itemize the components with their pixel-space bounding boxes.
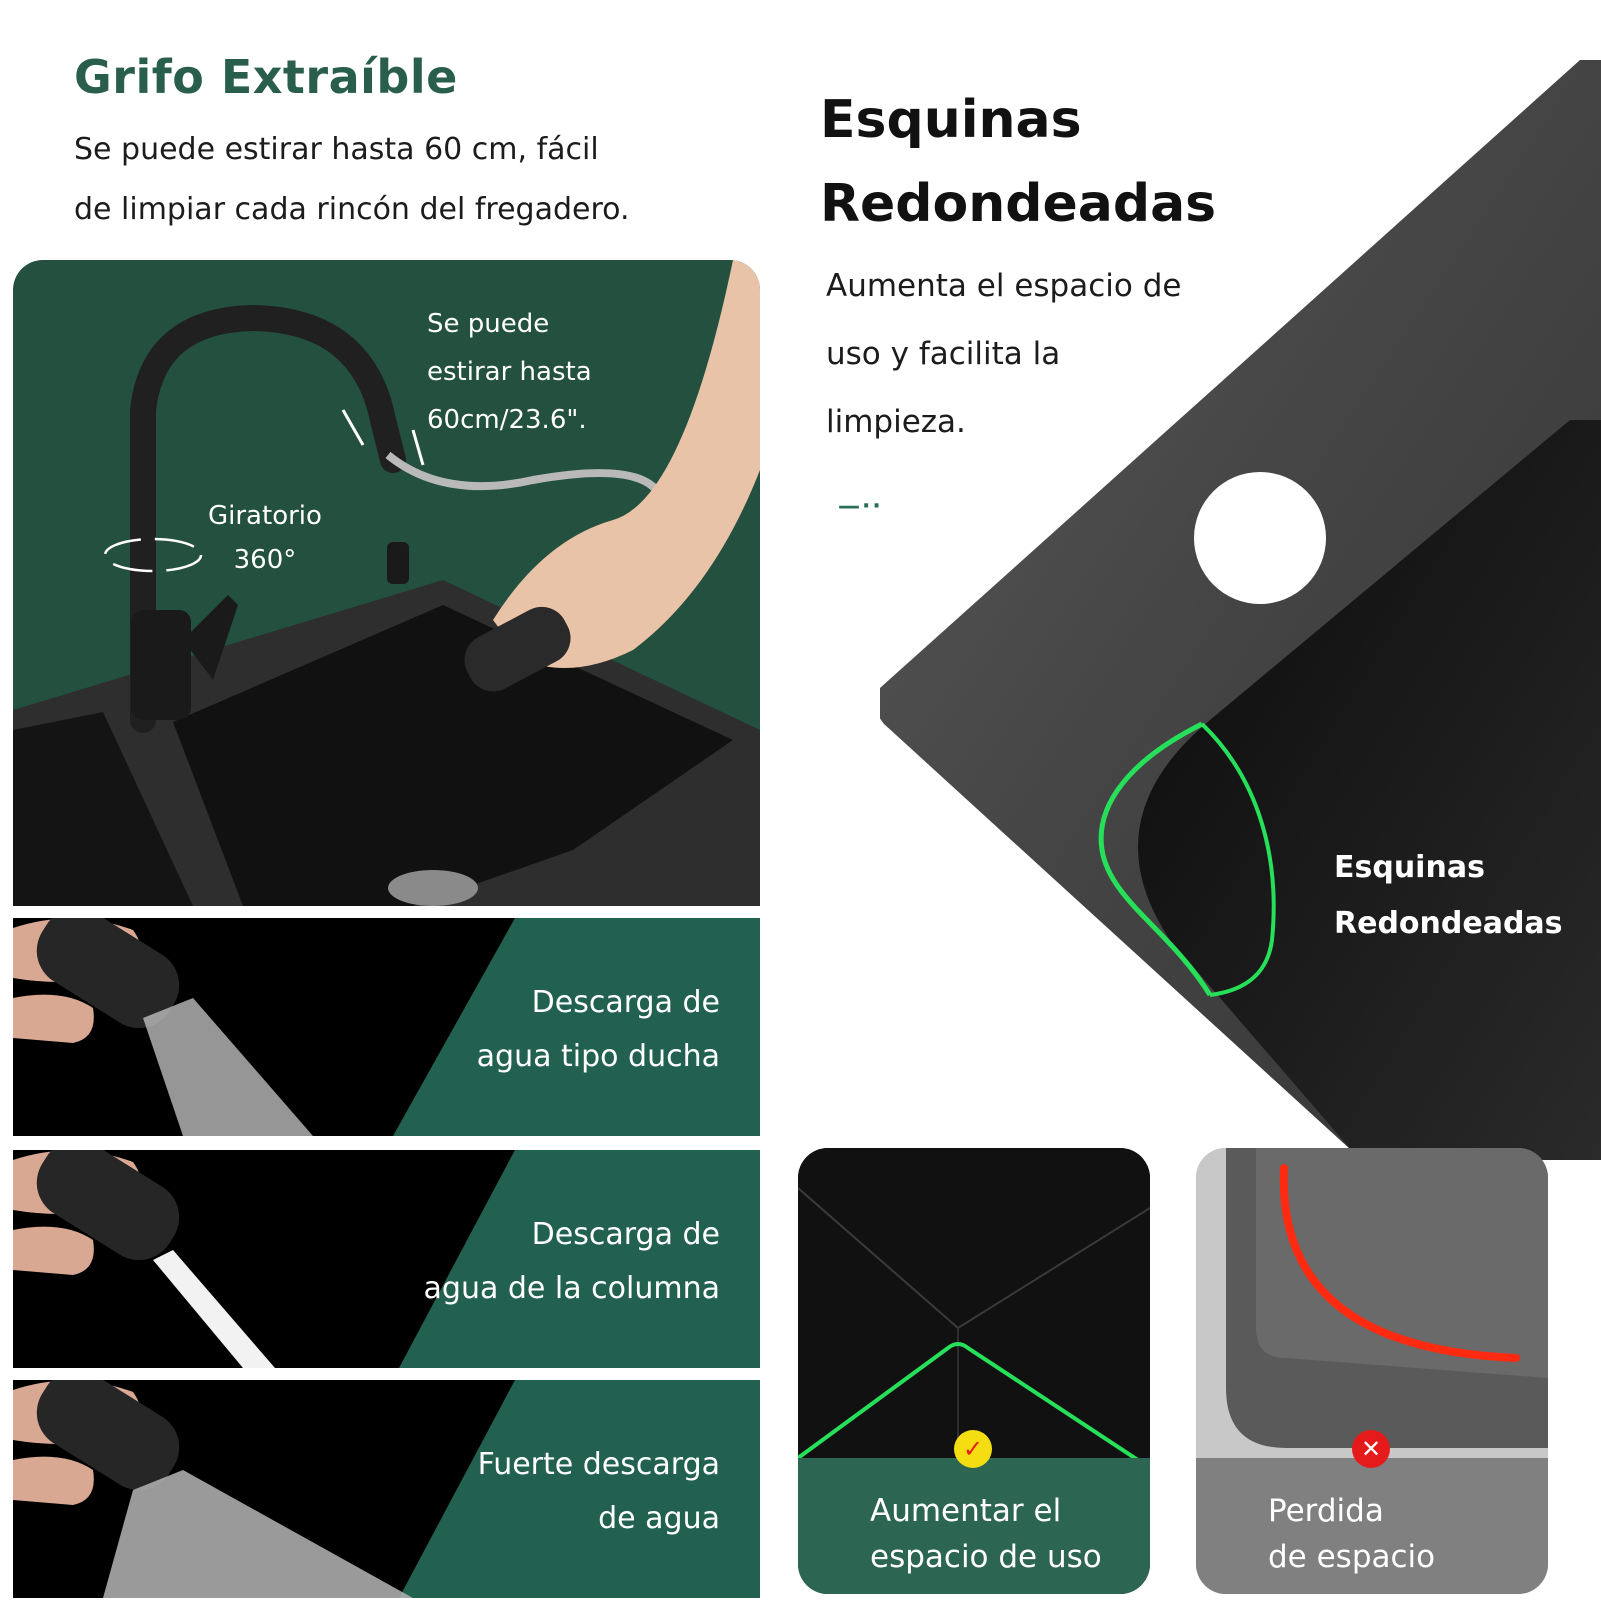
left-description-line-2: de limpiar cada rincón del fregadero.	[74, 192, 630, 227]
comparison-card-rounded: Aumentar el espacio de uso ✓	[798, 1148, 1150, 1594]
comparison-caption-bad: Perdida de espacio	[1196, 1458, 1548, 1594]
right-description-line-2: uso y facilita la	[826, 336, 1061, 372]
faucet-neck	[130, 304, 406, 733]
red-corner-highlight	[1279, 1164, 1520, 1362]
right-section-description: Aumenta el espacio de uso y facilita la …	[826, 252, 1226, 456]
sprayer-head	[464, 606, 571, 692]
left-section-title: Grifo Extraíble	[74, 50, 458, 104]
right-title-line-2: Redondeadas	[820, 174, 1217, 234]
right-description-line-3: limpieza.	[826, 404, 966, 440]
faucet-base	[131, 610, 191, 720]
spray-mode-shower-label: Descarga de agua tipo ducha	[477, 976, 720, 1084]
spray-mode-strong: Fuerte descarga de agua	[13, 1380, 760, 1598]
stretch-note-line-2: estirar hasta	[427, 357, 592, 387]
green-corner-arc-outer	[1200, 722, 1276, 997]
column-label-line-2: agua de la columna	[423, 1271, 720, 1306]
stretch-note: Se puede estirar hasta 60cm/23.6".	[427, 300, 592, 444]
rotate-note: Giratorio 360°	[208, 494, 322, 582]
comparison-card-square: Perdida de espacio ✕	[1196, 1148, 1548, 1594]
good-caption-line-2: espacio de uso	[870, 1539, 1102, 1575]
square-corner-photo	[1196, 1148, 1548, 1468]
spray-mode-strong-label: Fuerte descarga de agua	[478, 1438, 720, 1546]
right-title-line-1: Esquinas	[820, 90, 1082, 150]
rotate-arrow-icon	[103, 537, 203, 573]
comparison-caption-good: Aumentar el espacio de uso	[798, 1458, 1150, 1594]
callout-line-1: Esquinas	[1334, 850, 1485, 885]
spray-mode-shower: Descarga de agua tipo ducha	[13, 918, 760, 1136]
decorative-dots: —··	[838, 494, 883, 519]
hand	[493, 260, 760, 668]
check-badge-icon: ✓	[954, 1430, 992, 1468]
sprayer-handle	[36, 1380, 180, 1491]
shower-spray	[143, 998, 313, 1136]
green-edge-highlight	[798, 1342, 1150, 1468]
right-section-title: Esquinas Redondeadas	[820, 78, 1216, 246]
rotate-note-line-2: 360°	[233, 545, 297, 575]
column-stream	[153, 1250, 275, 1368]
spray-mode-strong-image	[13, 1380, 760, 1598]
spray-mode-column-label: Descarga de agua de la columna	[424, 1208, 720, 1316]
spray-mode-column: Descarga de agua de la columna	[13, 1150, 760, 1368]
bad-caption-line-1: Perdida	[1268, 1493, 1384, 1529]
sprayer-handle	[36, 1150, 180, 1261]
sink-left-basin	[13, 712, 193, 906]
green-corner-arc	[1098, 721, 1213, 997]
drain	[388, 870, 478, 906]
green-wedge	[399, 1150, 760, 1368]
bad-caption-line-2: de espacio	[1268, 1539, 1436, 1575]
good-caption-line-1: Aumentar el	[870, 1493, 1062, 1529]
stretch-note-line-1: Se puede	[427, 309, 550, 339]
right-description-line-1: Aumenta el espacio de	[826, 268, 1182, 304]
column-label-line-1: Descarga de	[531, 1217, 720, 1252]
strong-label-line-2: de agua	[598, 1501, 720, 1536]
sink-corner-image	[880, 60, 1601, 1160]
cross-badge-icon: ✕	[1352, 1430, 1390, 1468]
sink-right-basin	[173, 605, 733, 906]
sprayer-handle	[36, 918, 180, 1029]
green-wedge	[393, 918, 760, 1136]
stretch-note-line-3: 60cm/23.6".	[427, 405, 587, 435]
faucet-hole	[1194, 472, 1326, 604]
green-wedge	[399, 1380, 760, 1598]
left-section-description: Se puede estirar hasta 60 cm, fácil de l…	[74, 120, 694, 240]
left-description-line-1: Se puede estirar hasta 60 cm, fácil	[74, 132, 599, 167]
rounded-corner-photo	[798, 1148, 1150, 1468]
rotate-note-line-1: Giratorio	[208, 501, 322, 531]
spray-mode-shower-image	[13, 918, 760, 1136]
faucet-panel	[13, 260, 760, 906]
stretch-arrow-icon	[341, 409, 425, 466]
shower-label-line-2: agua tipo ducha	[476, 1039, 720, 1074]
spray-mode-column-image	[13, 1150, 760, 1368]
faucet-handle	[183, 595, 238, 680]
shower-label-line-1: Descarga de	[531, 985, 720, 1020]
faucet-illustration	[13, 260, 760, 906]
strong-label-line-1: Fuerte descarga	[477, 1447, 720, 1482]
rounded-corner-callout: Esquinas Redondeadas	[1334, 840, 1563, 952]
strong-spray	[103, 1470, 413, 1598]
bad-caption-text: Perdida de espacio	[1268, 1488, 1435, 1580]
soap-dispenser-icon	[387, 542, 409, 584]
good-caption-text: Aumentar el espacio de uso	[870, 1488, 1102, 1580]
callout-line-2: Redondeadas	[1334, 906, 1563, 941]
